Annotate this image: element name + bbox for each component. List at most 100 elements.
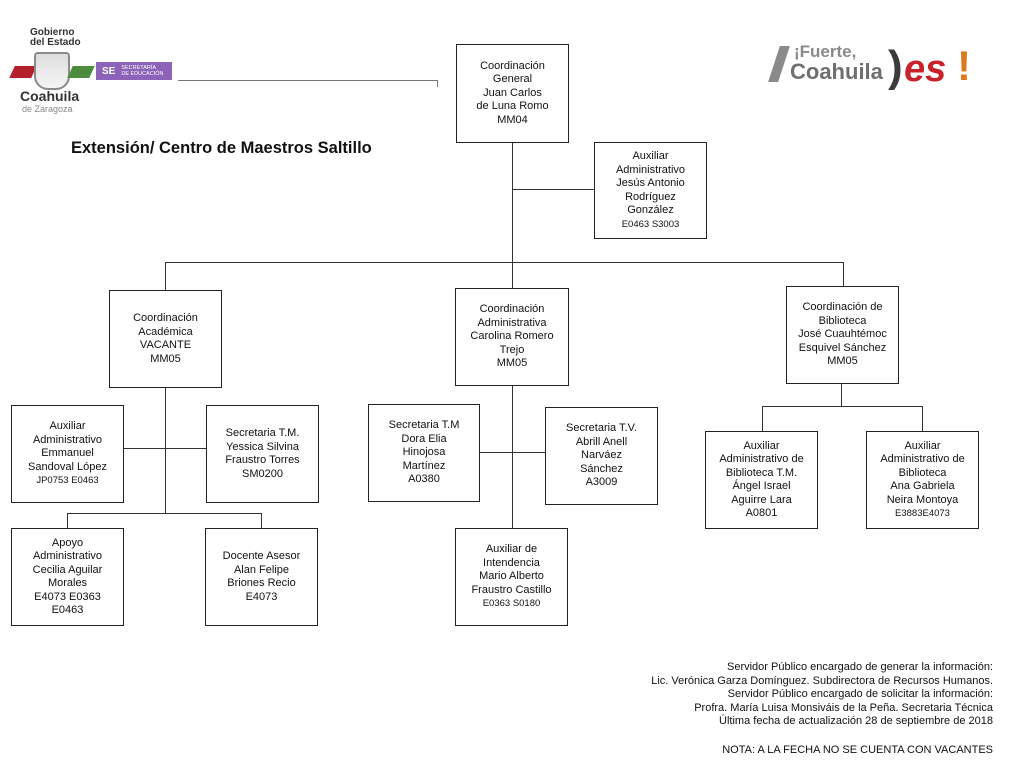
logo-slash-icon xyxy=(768,46,790,82)
connector xyxy=(165,387,167,513)
org-box-secretaria-tm-dora: Secretaria T.M Dora Elia Hinojosa Martín… xyxy=(368,404,480,502)
box-line: Emmanuel xyxy=(41,447,94,460)
footer-line: Servidor Público encargado de generar la… xyxy=(727,661,993,673)
box-line: Cecilia Aguilar xyxy=(32,563,103,576)
box-line: Sandoval López xyxy=(28,460,107,473)
connector xyxy=(843,262,845,287)
box-line: Administrativo de xyxy=(719,453,804,465)
org-box-apoyo-admin: Apoyo Administrativo Cecilia Aguilar Mor… xyxy=(11,528,124,626)
org-box-coordinacion-general: Coordinación General Juan Carlos de Luna… xyxy=(456,44,569,143)
logo-gobierno-text: Gobierno del Estado xyxy=(30,28,81,48)
box-line: Ángel Israel xyxy=(732,480,791,492)
connector xyxy=(922,406,924,432)
gobierno-coahuila-logo: Gobierno del Estado Coahuila de Zaragoza… xyxy=(9,28,182,114)
box-line: E4073 xyxy=(245,590,278,603)
org-box-secretaria-tm-yessica: Secretaria T.M. Yessica Silvina Fraustro… xyxy=(206,405,319,503)
flag-green-icon xyxy=(67,66,95,78)
connector xyxy=(67,513,69,529)
connector xyxy=(479,452,546,454)
connector xyxy=(123,448,207,450)
org-box-coord-administrativa: Coordinación Administrativa Carolina Rom… xyxy=(455,288,569,386)
box-line: Aguirre Lara xyxy=(731,493,792,506)
box-line: E4073 E0363 xyxy=(34,590,101,603)
box-line: Secretaria T.M xyxy=(388,419,460,432)
box-line: E3883E4073 xyxy=(895,508,950,519)
box-line: Martínez xyxy=(402,459,446,472)
footer-line: Lic. Verónica Garza Domínguez. Subdirect… xyxy=(651,674,993,687)
org-box-aux-biblioteca-ana: Auxiliar Administrativo de Biblioteca An… xyxy=(866,431,979,529)
box-line: A3009 xyxy=(585,476,618,489)
box-line: MM04 xyxy=(497,113,528,126)
logo-line2: del Estado xyxy=(30,37,81,48)
box-line: Ana Gabriela xyxy=(890,480,955,492)
box-line: Auxiliar xyxy=(743,439,780,452)
connector xyxy=(512,189,595,191)
box-line: Fraustro Torres xyxy=(225,454,300,466)
box-line: Sánchez xyxy=(580,462,623,475)
box-line: Auxiliar xyxy=(904,439,941,452)
box-line: MM05 xyxy=(496,357,528,370)
footer-line: Última fecha de actualización 28 de sept… xyxy=(719,715,993,727)
box-line: E0463 xyxy=(51,604,84,616)
box-line: Briones Recio xyxy=(227,577,296,589)
box-line: Mario Alberto xyxy=(479,570,544,583)
box-line: Trejo xyxy=(499,343,525,356)
box-line: Secretaria T.V. xyxy=(566,422,637,435)
box-line: VACANTE xyxy=(139,339,192,351)
box-line: Alan Felipe xyxy=(233,563,290,576)
connector xyxy=(841,384,843,406)
box-line: Secretaria T.M. xyxy=(225,427,300,439)
box-line: Apoyo xyxy=(51,536,84,549)
header-divider xyxy=(178,80,438,82)
box-line: Jesús Antonio xyxy=(616,177,685,189)
box-line: Coordinación de xyxy=(802,301,883,314)
box-line: Biblioteca xyxy=(898,466,947,479)
header-divider-tick xyxy=(437,80,439,87)
se-sub1: SECRETARÍA xyxy=(121,65,157,71)
box-line: E0363 S0180 xyxy=(482,598,541,610)
connector xyxy=(165,262,167,291)
org-box-docente-asesor: Docente Asesor Alan Felipe Briones Recio… xyxy=(205,528,318,626)
box-line: Fraustro Castillo xyxy=(471,583,552,596)
box-line: de Luna Romo xyxy=(476,100,549,113)
connector xyxy=(512,262,514,289)
org-box-aux-intendencia: Auxiliar de Intendencia Mario Alberto Fr… xyxy=(455,528,568,626)
connector xyxy=(762,406,764,432)
connector xyxy=(67,513,262,515)
coat-of-arms-icon xyxy=(34,52,70,90)
box-line: MM05 xyxy=(150,352,181,365)
box-line: Auxiliar de xyxy=(485,543,538,556)
box-line: Coordinación xyxy=(479,303,545,316)
box-line: Biblioteca T.M. xyxy=(725,466,798,479)
box-line: González xyxy=(627,204,674,216)
flag-red-icon xyxy=(9,66,37,78)
footer-line: Profra. María Luisa Monsiváis de la Peña… xyxy=(694,701,993,714)
connector xyxy=(261,513,263,529)
box-line: Dora Elia xyxy=(401,432,447,445)
box-line: Auxiliar xyxy=(632,150,669,162)
page-title: Extensión/ Centro de Maestros Saltillo xyxy=(71,139,372,157)
box-line: Esquivel Sánchez xyxy=(798,341,887,354)
box-line: Académica xyxy=(138,325,193,338)
logo-state-name: Coahuila xyxy=(20,88,80,104)
org-box-coord-biblioteca: Coordinación de Biblioteca José Cuauhtém… xyxy=(786,286,899,384)
connector xyxy=(512,142,514,262)
footer-info: Servidor Público encargado de generar la… xyxy=(651,661,993,729)
org-box-aux-admin-academica: Auxiliar Administrativo Emmanuel Sandova… xyxy=(11,405,124,503)
logo-bang-text: ! xyxy=(957,42,971,89)
org-box-coord-academica: Coordinación Académica VACANTE MM05 xyxy=(109,290,222,388)
box-line: Auxiliar xyxy=(49,420,86,433)
se-sub2: DE EDUCACIÓN xyxy=(121,71,164,77)
se-badge-label: SE xyxy=(102,65,116,77)
box-line: Yessica Silvina xyxy=(226,440,299,453)
box-line: Abrill Anell xyxy=(575,435,628,448)
box-line: José Cuauhtémoc xyxy=(798,328,887,341)
box-line: Intendencia xyxy=(483,556,540,569)
se-badge: SE SECRETARÍA DE EDUCACIÓN xyxy=(96,62,172,80)
box-line: Biblioteca xyxy=(818,314,867,327)
box-line: Rodríguez xyxy=(625,190,676,203)
footer-note: NOTA: A LA FECHA NO SE CUENTA CON VACANT… xyxy=(722,744,993,756)
box-line: Administrativo xyxy=(32,550,103,562)
box-line: Administrativo xyxy=(32,433,103,446)
connector xyxy=(512,386,514,529)
